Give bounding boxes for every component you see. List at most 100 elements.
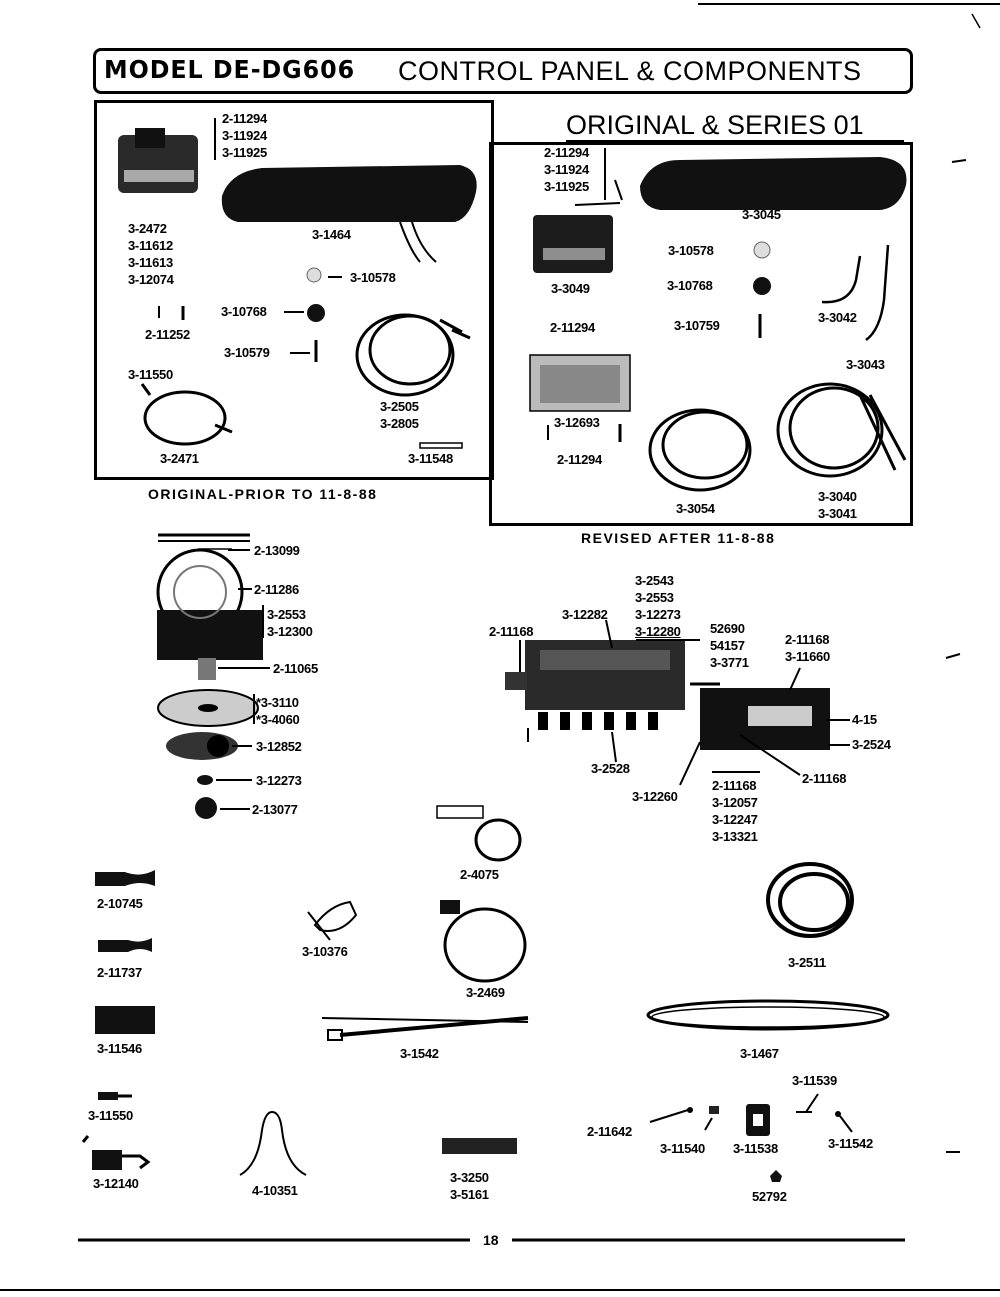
part-number: 3-1467 xyxy=(740,1046,779,1061)
page-title: CONTROL PANEL & COMPONENTS xyxy=(398,56,862,86)
part-number: 3-12273 xyxy=(256,773,302,788)
part-number: 2-13099 xyxy=(254,543,300,558)
part-number: 2-11065 xyxy=(273,661,318,676)
strip-3-1542-illustration xyxy=(321,1016,529,1041)
part-number: 2-11168 xyxy=(802,771,847,786)
control-assembly-illustration xyxy=(505,640,830,750)
revised-parts-box xyxy=(489,142,913,526)
part-number: 3-3054 xyxy=(676,501,715,516)
spring-4-10351-illustration xyxy=(239,1110,307,1176)
original-parts-box xyxy=(94,100,494,480)
part-number: 3-12074 xyxy=(128,272,174,287)
part-number: 4-10351 xyxy=(252,1183,298,1198)
part-number: 2-13077 xyxy=(252,802,298,817)
part-number: 3-12300 xyxy=(267,624,313,639)
part-number: 3-11548 xyxy=(408,451,453,466)
part-number: 3-2543 xyxy=(635,573,674,588)
left-knob-illustration xyxy=(284,304,325,322)
part-number: 3-1464 xyxy=(312,227,351,242)
right-board-illustration xyxy=(529,354,631,442)
model-number: MODEL DE-DG606 xyxy=(104,55,356,84)
part-number: 3-3771 xyxy=(710,655,749,670)
timer-cam-illustration xyxy=(197,775,213,785)
part-number: 3-2469 xyxy=(466,985,505,1000)
part-number: 3-12057 xyxy=(712,795,758,810)
part-number: *3-4060 xyxy=(256,712,300,727)
left-bracket-illustration xyxy=(419,442,463,449)
part-number: 3-3041 xyxy=(818,506,857,521)
control-leaders xyxy=(519,619,850,786)
part-number: 3-11612 xyxy=(128,238,173,253)
part-number: 3-11924 xyxy=(222,128,267,143)
part-number: 3-10376 xyxy=(302,944,348,959)
control-mid-labels: 52690 54157 3-3771 xyxy=(710,620,749,671)
part-number: 3-11542 xyxy=(828,1136,873,1151)
wire-tie-illustration xyxy=(307,900,358,941)
part-number: 3-12280 xyxy=(635,624,681,639)
timer-motor-labels: 3-2553 3-12300 xyxy=(267,606,313,640)
part-number: 3-2505 xyxy=(380,399,419,414)
part-number: 3-11539 xyxy=(792,1073,837,1088)
connector-3-12140-illustration xyxy=(81,1135,151,1170)
original-caption: ORIGINAL-PRIOR TO 11-8-88 xyxy=(148,486,378,502)
part-number: 3-3250 xyxy=(450,1170,489,1185)
part-number: 2-11294 xyxy=(544,145,589,160)
part-number: 2-11168 xyxy=(785,632,830,647)
part-number: 2-11252 xyxy=(145,327,190,342)
part-number: 3-10579 xyxy=(224,345,270,360)
part-number: 3-3042 xyxy=(818,310,857,325)
part-number: 3-3045 xyxy=(742,207,781,222)
left-harness-illustration xyxy=(355,313,471,397)
right-harness-labels: 3-3040 3-3041 xyxy=(818,488,857,522)
part-number: 2-11168 xyxy=(712,778,757,793)
control-bottom-labels: 2-11168 3-12057 3-12247 3-13321 xyxy=(712,777,758,845)
timer-leaders xyxy=(216,549,270,810)
title-frame xyxy=(93,48,913,94)
right-tubes-illustration xyxy=(821,244,890,342)
part-number: 2-10745 xyxy=(97,896,143,911)
left-screw-illustration xyxy=(290,340,318,362)
right-knob-illustration xyxy=(753,277,771,295)
left-knob-cap-illustration xyxy=(306,267,342,283)
part-number: 2-11294 xyxy=(557,452,602,467)
right-switch-parts-labels: 2-11294 3-11924 3-11925 xyxy=(544,144,589,195)
part-number: 3-10768 xyxy=(667,278,713,293)
left-harness-labels: 3-2505 3-2805 xyxy=(380,398,419,432)
part-number: 3-13321 xyxy=(712,829,758,844)
cord-3-2511-illustration xyxy=(766,862,854,938)
left-cord-illustration xyxy=(140,383,233,446)
part-number: 3-3040 xyxy=(818,489,857,504)
series-underline xyxy=(566,140,904,142)
timer-clip-illustration xyxy=(195,797,217,819)
right-panel-illustration xyxy=(640,157,907,210)
timer-spring-illustration xyxy=(198,658,216,680)
part-number: 3-11925 xyxy=(544,179,589,194)
part-number: 3-2553 xyxy=(635,590,674,605)
part-number: 3-3049 xyxy=(551,281,590,296)
part-number: 2-11294 xyxy=(550,320,595,335)
control-right-labels: 2-11168 3-11660 xyxy=(785,631,830,665)
left-bulb-illustration xyxy=(158,306,185,320)
right-harness2-illustration xyxy=(776,382,907,478)
part-number: 2-11642 xyxy=(587,1124,632,1139)
part-number: 3-11613 xyxy=(128,255,173,270)
timer-gear-illustration xyxy=(166,732,238,760)
part-number: 2-11286 xyxy=(254,582,299,597)
part-number: *3-3110 xyxy=(256,695,299,710)
part-number: 3-11540 xyxy=(660,1141,705,1156)
part-number: 3-2553 xyxy=(267,607,306,622)
timer-shaft-illustration xyxy=(158,533,250,550)
part-number: 3-12693 xyxy=(554,415,600,430)
hardware-illustrations xyxy=(649,1093,853,1182)
part-number: 3-1542 xyxy=(400,1046,439,1061)
terminal-block-labels: 3-3250 3-5161 xyxy=(450,1169,489,1203)
part-number: 3-2805 xyxy=(380,416,419,431)
cord-3-2469-illustration xyxy=(440,900,527,983)
part-number: 3-12273 xyxy=(635,607,681,622)
part-number: 3-10768 xyxy=(221,304,267,319)
band-3-1467-illustration xyxy=(646,999,890,1031)
timer-dial-illustration xyxy=(156,548,263,660)
part-number: 3-11660 xyxy=(785,649,830,664)
left-switch-parts-labels: 2-11294 3-11924 3-11925 xyxy=(222,110,267,161)
